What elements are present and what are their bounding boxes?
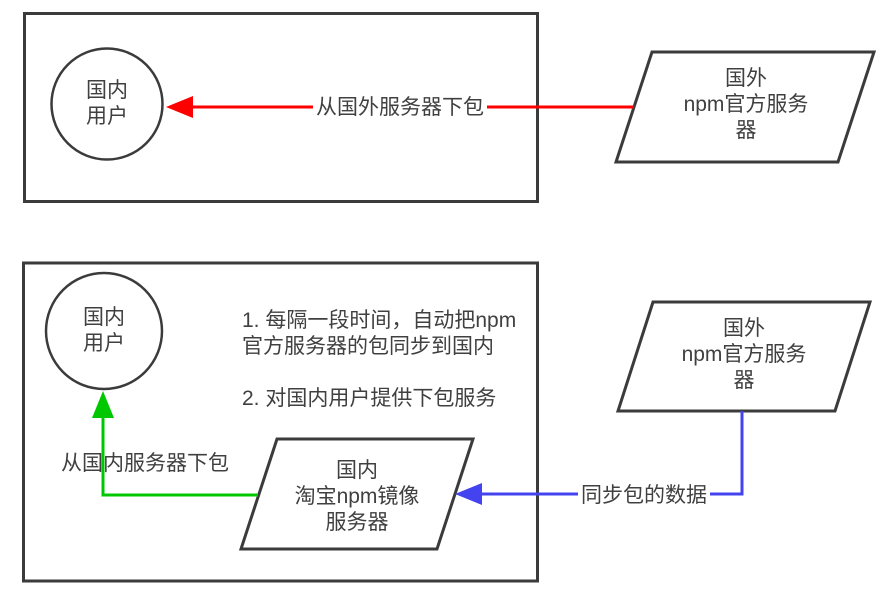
bottom-user-circle-label: 国内 用户 [83,306,125,355]
green-arrowhead-icon [92,391,114,418]
mirror-server-parallelogram [238,437,476,551]
top-foreign-server-label: 国外 npm官方服务器 [683,67,809,142]
bottom-foreign-server-label: 国外 npm官方服务器 [681,317,807,392]
bottom-foreign-server-parallelogram [615,300,873,413]
red-arrowhead-icon [166,96,193,118]
sync-data-label: 同步包的数据 [578,483,710,509]
blue-arrow-line [478,411,744,496]
top-foreign-server-parallelogram [613,50,877,164]
download-from-domestic-label: 从国内服务器下包 [61,452,229,475]
green-arrow-line [101,414,258,497]
bottom-user-circle [44,271,164,391]
mirror-server-label: 国内 淘宝npm镜像 服务器 [294,459,420,534]
download-from-foreign-label: 从国外服务器下包 [313,95,487,121]
mirror-notes-text: 1. 每隔一段时间，自动把npm 官方服务器的包同步到国内 2. 对国内用户提供… [242,309,517,410]
top-user-circle-label: 国内 用户 [86,79,128,128]
top-user-circle [50,47,164,161]
blue-arrowhead-icon [455,483,482,505]
